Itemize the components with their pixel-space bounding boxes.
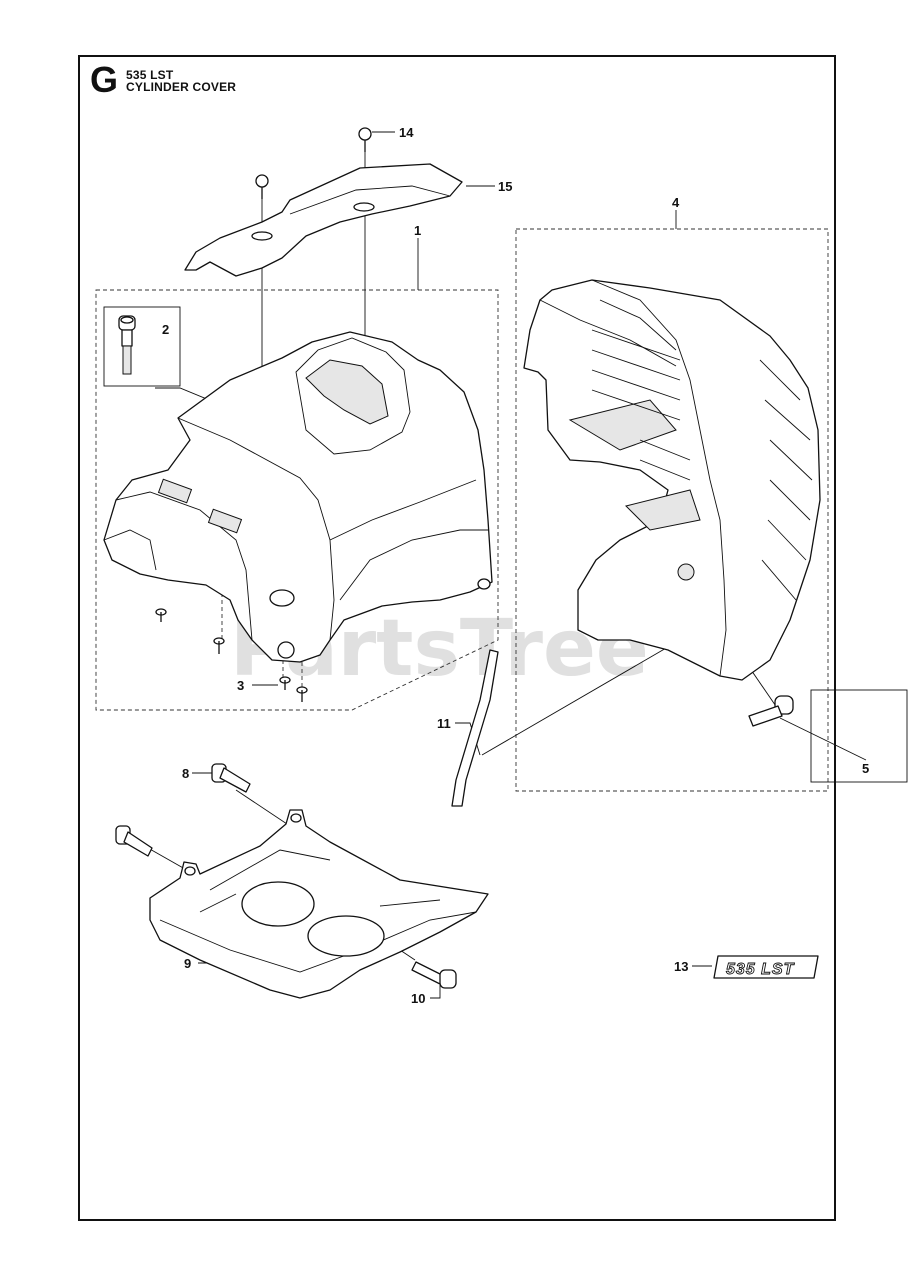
leader-10b <box>399 949 416 961</box>
callout-5: 5 <box>862 761 869 776</box>
diagram-title: CYLINDER COVER <box>126 80 237 94</box>
callout-13: 13 <box>674 959 688 974</box>
leader-5 <box>779 717 867 761</box>
part-15-top-cover <box>184 163 463 277</box>
part-14-screw <box>255 127 372 199</box>
part-1-cylinder-cover <box>103 331 493 663</box>
part-2-inset-box <box>103 306 181 387</box>
group-1-dashed-outline <box>95 289 499 711</box>
part-2-bolt <box>118 315 136 375</box>
leader-11-link <box>481 639 681 756</box>
callout-11: 11 <box>437 716 451 731</box>
section-letter: G <box>90 59 119 100</box>
leader-10 <box>430 985 441 999</box>
callout-15: 15 <box>498 179 512 194</box>
callout-1: 1 <box>414 223 421 238</box>
part-3-screw <box>155 608 308 702</box>
part-13-decal: 535 LST <box>713 955 819 979</box>
decal-text: 535 LST <box>726 961 795 978</box>
callout-9: 9 <box>184 956 191 971</box>
callout-14: 14 <box>399 125 414 140</box>
part-5-inset-box <box>810 689 908 783</box>
model-name: 535 LST <box>126 68 174 82</box>
part-5-bolt <box>748 695 794 727</box>
page-frame <box>78 55 836 1221</box>
callout-10: 10 <box>411 991 425 1006</box>
group-4-dashed-outline <box>515 228 829 792</box>
part-9-skid-plate <box>149 809 489 999</box>
part-4-fan-housing <box>523 279 821 681</box>
part-10-bolt <box>411 961 457 989</box>
callout-2: 2 <box>162 322 169 337</box>
callout-3: 3 <box>237 678 244 693</box>
part-11-seal-strip <box>451 649 499 807</box>
part-8-bolt <box>115 763 251 857</box>
callout-4: 4 <box>672 195 680 210</box>
callout-8: 8 <box>182 766 189 781</box>
